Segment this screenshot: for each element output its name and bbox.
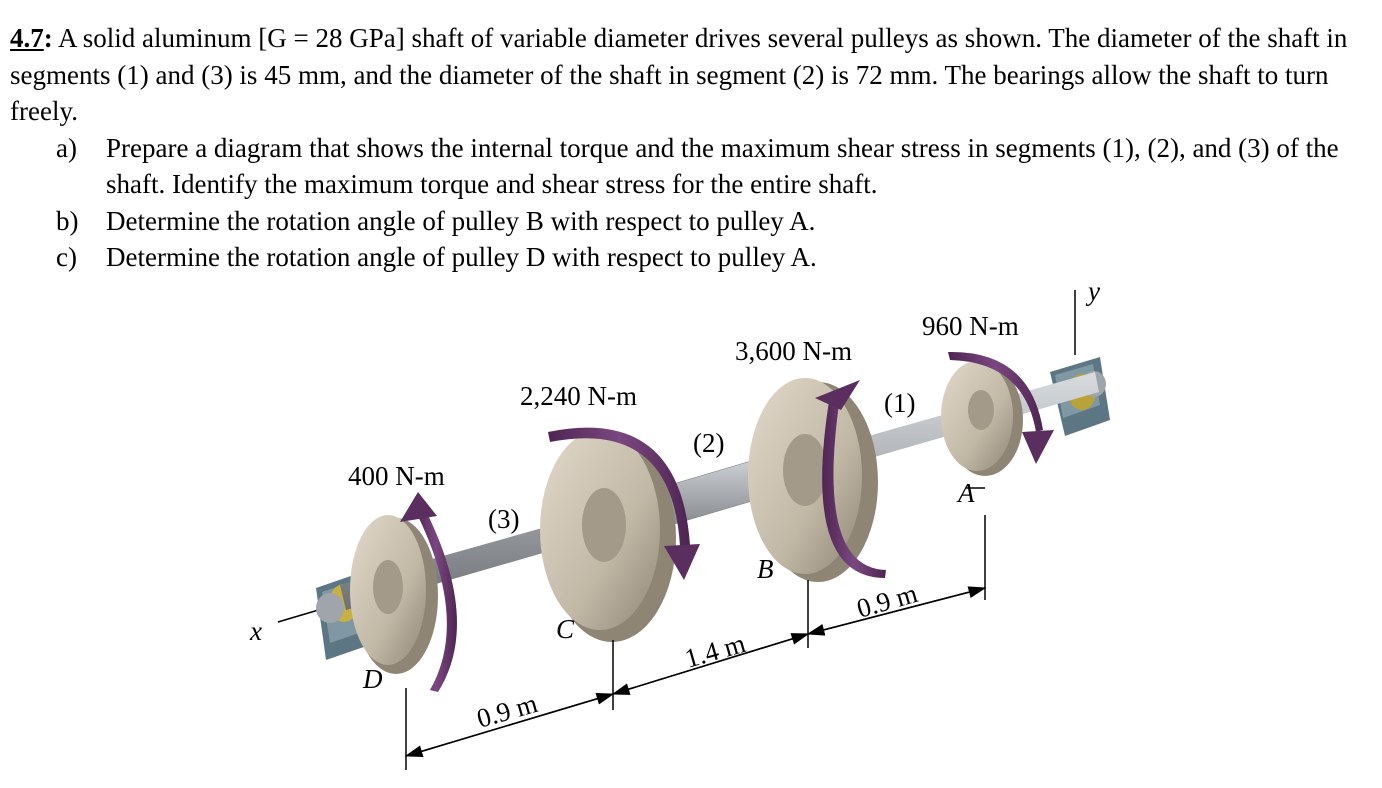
part-b: b) Determine the rotation angle of pulley… [10,203,1372,240]
segment-1-label: (1) [884,388,915,418]
pulley-C-label: C [556,614,575,644]
problem-parts: a) Prepare a diagram that shows the inter… [10,130,1372,276]
y-axis: y [1074,276,1100,355]
segment-2-label: (2) [693,428,724,458]
torque-arrow-A [948,351,1054,464]
torque-B-label: 3,600 N-m [735,336,852,366]
problem-number: 4.7 [10,23,44,53]
pulley-B-label: B [757,554,774,584]
part-b-text: Determine the rotation angle of pulley B… [106,205,816,236]
y-axis-label: y [1085,276,1100,306]
problem-intro: 4.7: A solid aluminum [G = 28 GPa] shaft… [10,23,1348,126]
torque-D-label: 400 N-m [348,461,445,491]
torque-A-label: 960 N-m [922,311,1019,341]
torque-C-label: 2,240 N-m [520,381,637,411]
torque-arrow-C [548,427,700,580]
segment-3-label: (3) [488,504,519,534]
pulley-A-label: A [956,478,975,508]
problem-text: A solid aluminum [G = 28 GPa] shaft of v… [10,23,1348,126]
dim-CB-label: 1.4 m [681,628,748,674]
dim-BA-label: 0.9 m [853,578,920,624]
problem-statement: 4.7: A solid aluminum [G = 28 GPa] shaft… [10,20,1372,276]
pulley-C [540,430,676,642]
pulley-D [350,515,438,674]
part-b-label: b) [56,205,79,236]
pulley-D-label: D [362,664,383,694]
part-c-text: Determine the rotation angle of pulley D… [106,242,817,272]
dim-DC-label: 0.9 m [473,688,540,734]
pulley-B [748,378,878,582]
torque-arrow-D [400,492,457,692]
part-a-label: a) [56,132,77,163]
part-c-label: c) [56,242,77,272]
part-a-text: Prepare a diagram that shows the interna… [106,132,1339,200]
part-c: c) Determine the rotation angle of pulley… [10,239,1372,276]
pulley-A [941,361,1023,476]
dimension-lines [404,487,987,770]
torque-arrow-B [815,380,886,578]
part-a: a) Prepare a diagram that shows the inter… [10,130,1372,203]
x-axis-label: x [249,616,262,646]
